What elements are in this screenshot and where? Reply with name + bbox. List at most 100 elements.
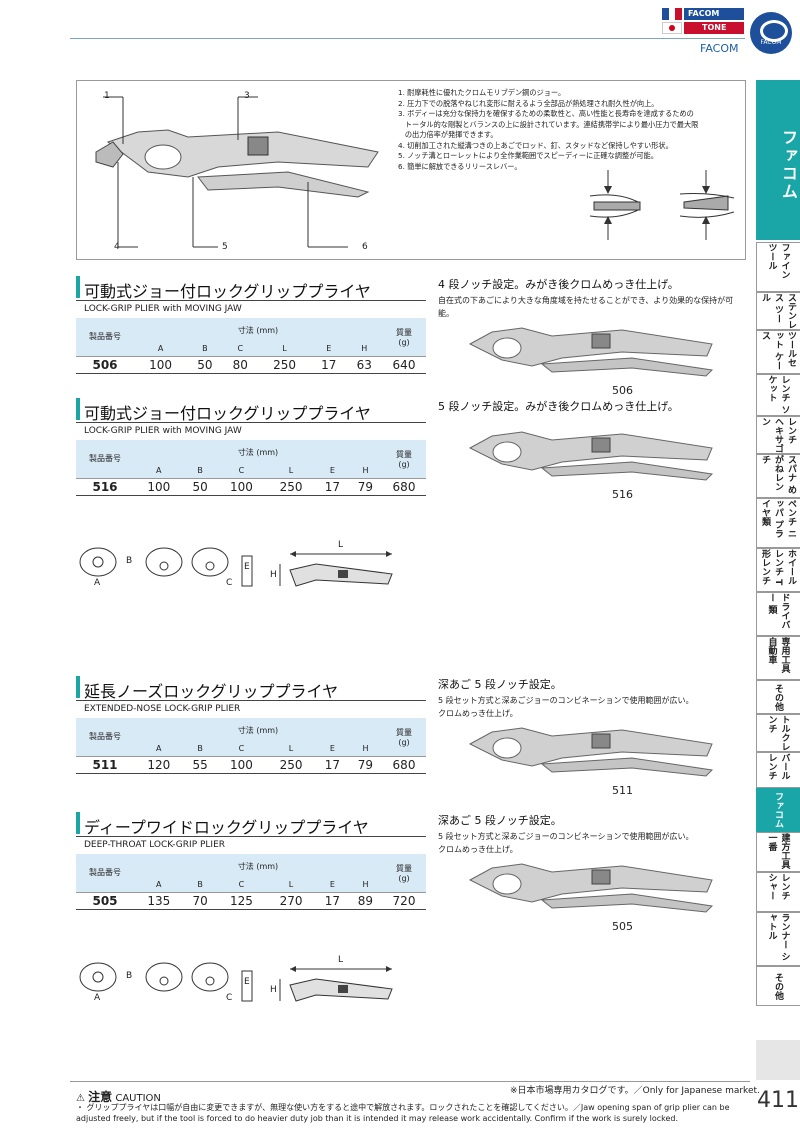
plier-photo: [468, 327, 714, 377]
spec-value: 680: [382, 478, 426, 496]
side-tab-14[interactable]: ファコム: [756, 788, 800, 832]
header-dims: 寸法 (mm): [134, 854, 382, 878]
spec-value: 80: [222, 356, 258, 374]
caution-jp: 注意: [88, 1090, 113, 1104]
spec-value: 50: [187, 356, 223, 374]
header-col: L: [266, 878, 316, 893]
side-tab-17[interactable]: ランナー シャトル: [756, 912, 800, 966]
header-col: A: [134, 342, 188, 357]
header-col: E: [311, 342, 347, 357]
section-title: 延長ノーズロックグリッププライヤ: [84, 682, 339, 701]
side-tab-1[interactable]: ファイン ツール: [756, 242, 800, 292]
side-tab-11[interactable]: その他: [756, 680, 800, 714]
side-tab-16[interactable]: レンチ シャー: [756, 872, 800, 912]
header-dims: 寸法 (mm): [134, 440, 382, 464]
spec-value: 120: [134, 756, 184, 774]
spec-value: 250: [266, 756, 316, 774]
side-tab-5[interactable]: レンチ ヘキサゴン: [756, 416, 800, 454]
section-title: ディープワイドロックグリッププライヤ: [84, 818, 369, 837]
spec-value: 100: [134, 356, 188, 374]
feature-note: 3. ボディーは充分な保持力を確保するための柔軟性と、高い性能と長寿命を達成する…: [398, 109, 694, 118]
dimension-diagram: [79, 962, 393, 1002]
product-image-label: 511: [612, 784, 633, 797]
section-rule: [76, 836, 426, 837]
header-col: L: [266, 742, 316, 757]
jaw-grip-illustration: [589, 170, 735, 240]
section-title: 可動式ジョー付ロックグリッププライヤ: [84, 282, 371, 301]
side-tab-active[interactable]: ファコム: [756, 80, 800, 240]
feature-note: トータル的な剛製とバランスの上に設計されています。連結携帯学により最小圧力で最大…: [398, 119, 699, 129]
header-col: C: [216, 878, 267, 893]
product-image-label: 516: [612, 488, 633, 501]
spec-value: 17: [315, 756, 349, 774]
section-accent-bar: [76, 812, 80, 834]
spec-value: 640: [382, 356, 426, 374]
section-subtitle: LOCK-GRIP PLIER with MOVING JAW: [84, 304, 242, 314]
section-rule: [76, 422, 426, 423]
product-desc: 自在式の下あごにより大きな角度域を持たせることができ、より効果的な保持が可能。: [438, 296, 734, 318]
section-accent-bar: [76, 398, 80, 420]
spec-value: 50: [183, 478, 217, 496]
brand-bottom: TONE: [684, 22, 744, 34]
side-tab-13[interactable]: バール レンチ: [756, 752, 800, 788]
japan-only-note: ※日本市場専用カタログです。／Only for Japanese market.: [510, 1086, 760, 1096]
page-number: 411: [757, 1088, 799, 1113]
feature-note: 2. 圧力下での脱落やねじれ変形に耐えるよう全部品が熱処理され耐久性が向上。: [398, 98, 659, 108]
facom-logo: FACOM: [750, 12, 792, 54]
dim-label-c: C: [226, 993, 233, 1003]
header-dims: 寸法 (mm): [134, 318, 382, 342]
header-weight: 質量 (g): [382, 718, 426, 757]
model-number: 516: [76, 478, 134, 496]
section-accent-bar: [76, 276, 80, 298]
header-col: E: [315, 742, 349, 757]
spec-value: 79: [348, 756, 382, 774]
header-col: B: [183, 464, 217, 479]
spec-value: 100: [216, 756, 267, 774]
header-col: C: [216, 742, 267, 757]
side-tab-12[interactable]: トルクレンチ: [756, 714, 800, 752]
side-tab-9[interactable]: ドライバー 類: [756, 592, 800, 636]
header-col: E: [315, 878, 349, 893]
spec-value: 55: [183, 756, 217, 774]
side-tab-6[interactable]: スパナ めがねレンチ: [756, 454, 800, 498]
model-number: 506: [76, 356, 134, 374]
side-tab-8[interactable]: ホイール レンチ T形レンチ: [756, 548, 800, 592]
spec-value: 70: [183, 892, 217, 910]
section-subtitle: DEEP-THROAT LOCK-GRIP PLIER: [84, 840, 226, 850]
side-tab-10[interactable]: 専用工具 自動車: [756, 636, 800, 680]
dim-label-e: E: [244, 562, 250, 572]
product-desc: 5 段セット方式と深あごジョーのコンビネーションで使用範囲が広い。 クロムめっき…: [438, 832, 694, 854]
side-tab-2[interactable]: ステンレス ツール: [756, 292, 800, 330]
plier-photo: [468, 431, 714, 481]
header-weight: 質量 (g): [382, 440, 426, 479]
model-number: 505: [76, 892, 134, 910]
dim-label-l: L: [338, 540, 344, 550]
spec-value: 89: [348, 892, 382, 910]
feature-figure-box: [76, 80, 746, 260]
side-tab-7[interactable]: ペンチ ニッパ プライヤ類: [756, 498, 800, 548]
section-title: 可動式ジョー付ロックグリッププライヤ: [84, 404, 371, 423]
side-tab-4[interactable]: レンチ ソケット: [756, 374, 800, 416]
side-tab-3[interactable]: ツールセット ケース: [756, 330, 800, 374]
header-rule: [70, 38, 745, 39]
warning-icon: ⚠: [76, 1093, 85, 1104]
callout-3: 3: [244, 91, 250, 101]
side-tab-18[interactable]: その他: [756, 966, 800, 1006]
header-model: 製品番号: [76, 318, 134, 357]
header-weight: 質量 (g): [382, 854, 426, 893]
callout-5: 5: [222, 242, 228, 252]
model-number: 511: [76, 756, 134, 774]
header-col: A: [134, 742, 184, 757]
spec-value: 17: [311, 356, 347, 374]
spec-value: 100: [134, 478, 184, 496]
header-col: H: [346, 342, 382, 357]
spec-value: 270: [266, 892, 316, 910]
spec-value: 63: [346, 356, 382, 374]
caution-en: CAUTION: [115, 1093, 161, 1104]
callout-4: 4: [114, 242, 120, 252]
side-tab-15[interactable]: 建方工具 一番: [756, 832, 800, 872]
spec-value: 135: [134, 892, 184, 910]
header-col: L: [266, 464, 316, 479]
